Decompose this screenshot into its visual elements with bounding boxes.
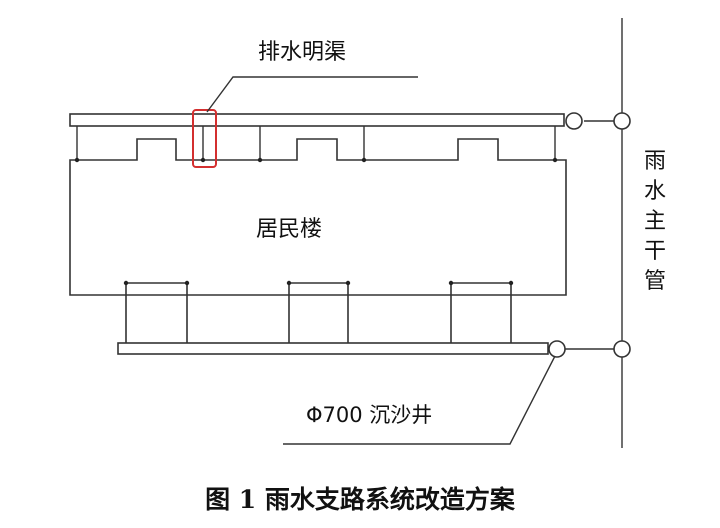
- rain-main-label: 雨 水 主 干 管: [644, 149, 666, 294]
- building-label: 居民楼: [256, 217, 322, 242]
- bottom-bays: [123, 280, 514, 343]
- sand-well-leader: [283, 355, 556, 445]
- svg-text:主: 主: [644, 209, 666, 234]
- top-downpipes: [76, 126, 556, 160]
- top-drain-channel: [69, 113, 565, 127]
- svg-text:水: 水: [644, 179, 666, 204]
- figure-caption: 图 1 雨水支路系统改造方案: [205, 485, 516, 514]
- top-well-left: [565, 112, 583, 130]
- open-drain-leader: [206, 76, 418, 113]
- building-outline: [69, 138, 567, 296]
- sand-well-label: Φ700 沉沙井: [306, 403, 432, 427]
- open-drain-highlight: [192, 109, 217, 168]
- svg-text:干: 干: [644, 239, 666, 264]
- bottom-well-main: [613, 340, 631, 358]
- bottom-drain-channel: [117, 342, 549, 355]
- svg-text:管: 管: [644, 269, 666, 294]
- top-nodes: [74, 157, 558, 163]
- top-well-main: [613, 112, 631, 130]
- sand-well: [548, 340, 566, 358]
- open-drain-label: 排水明渠: [258, 40, 346, 65]
- svg-text:雨: 雨: [644, 149, 666, 174]
